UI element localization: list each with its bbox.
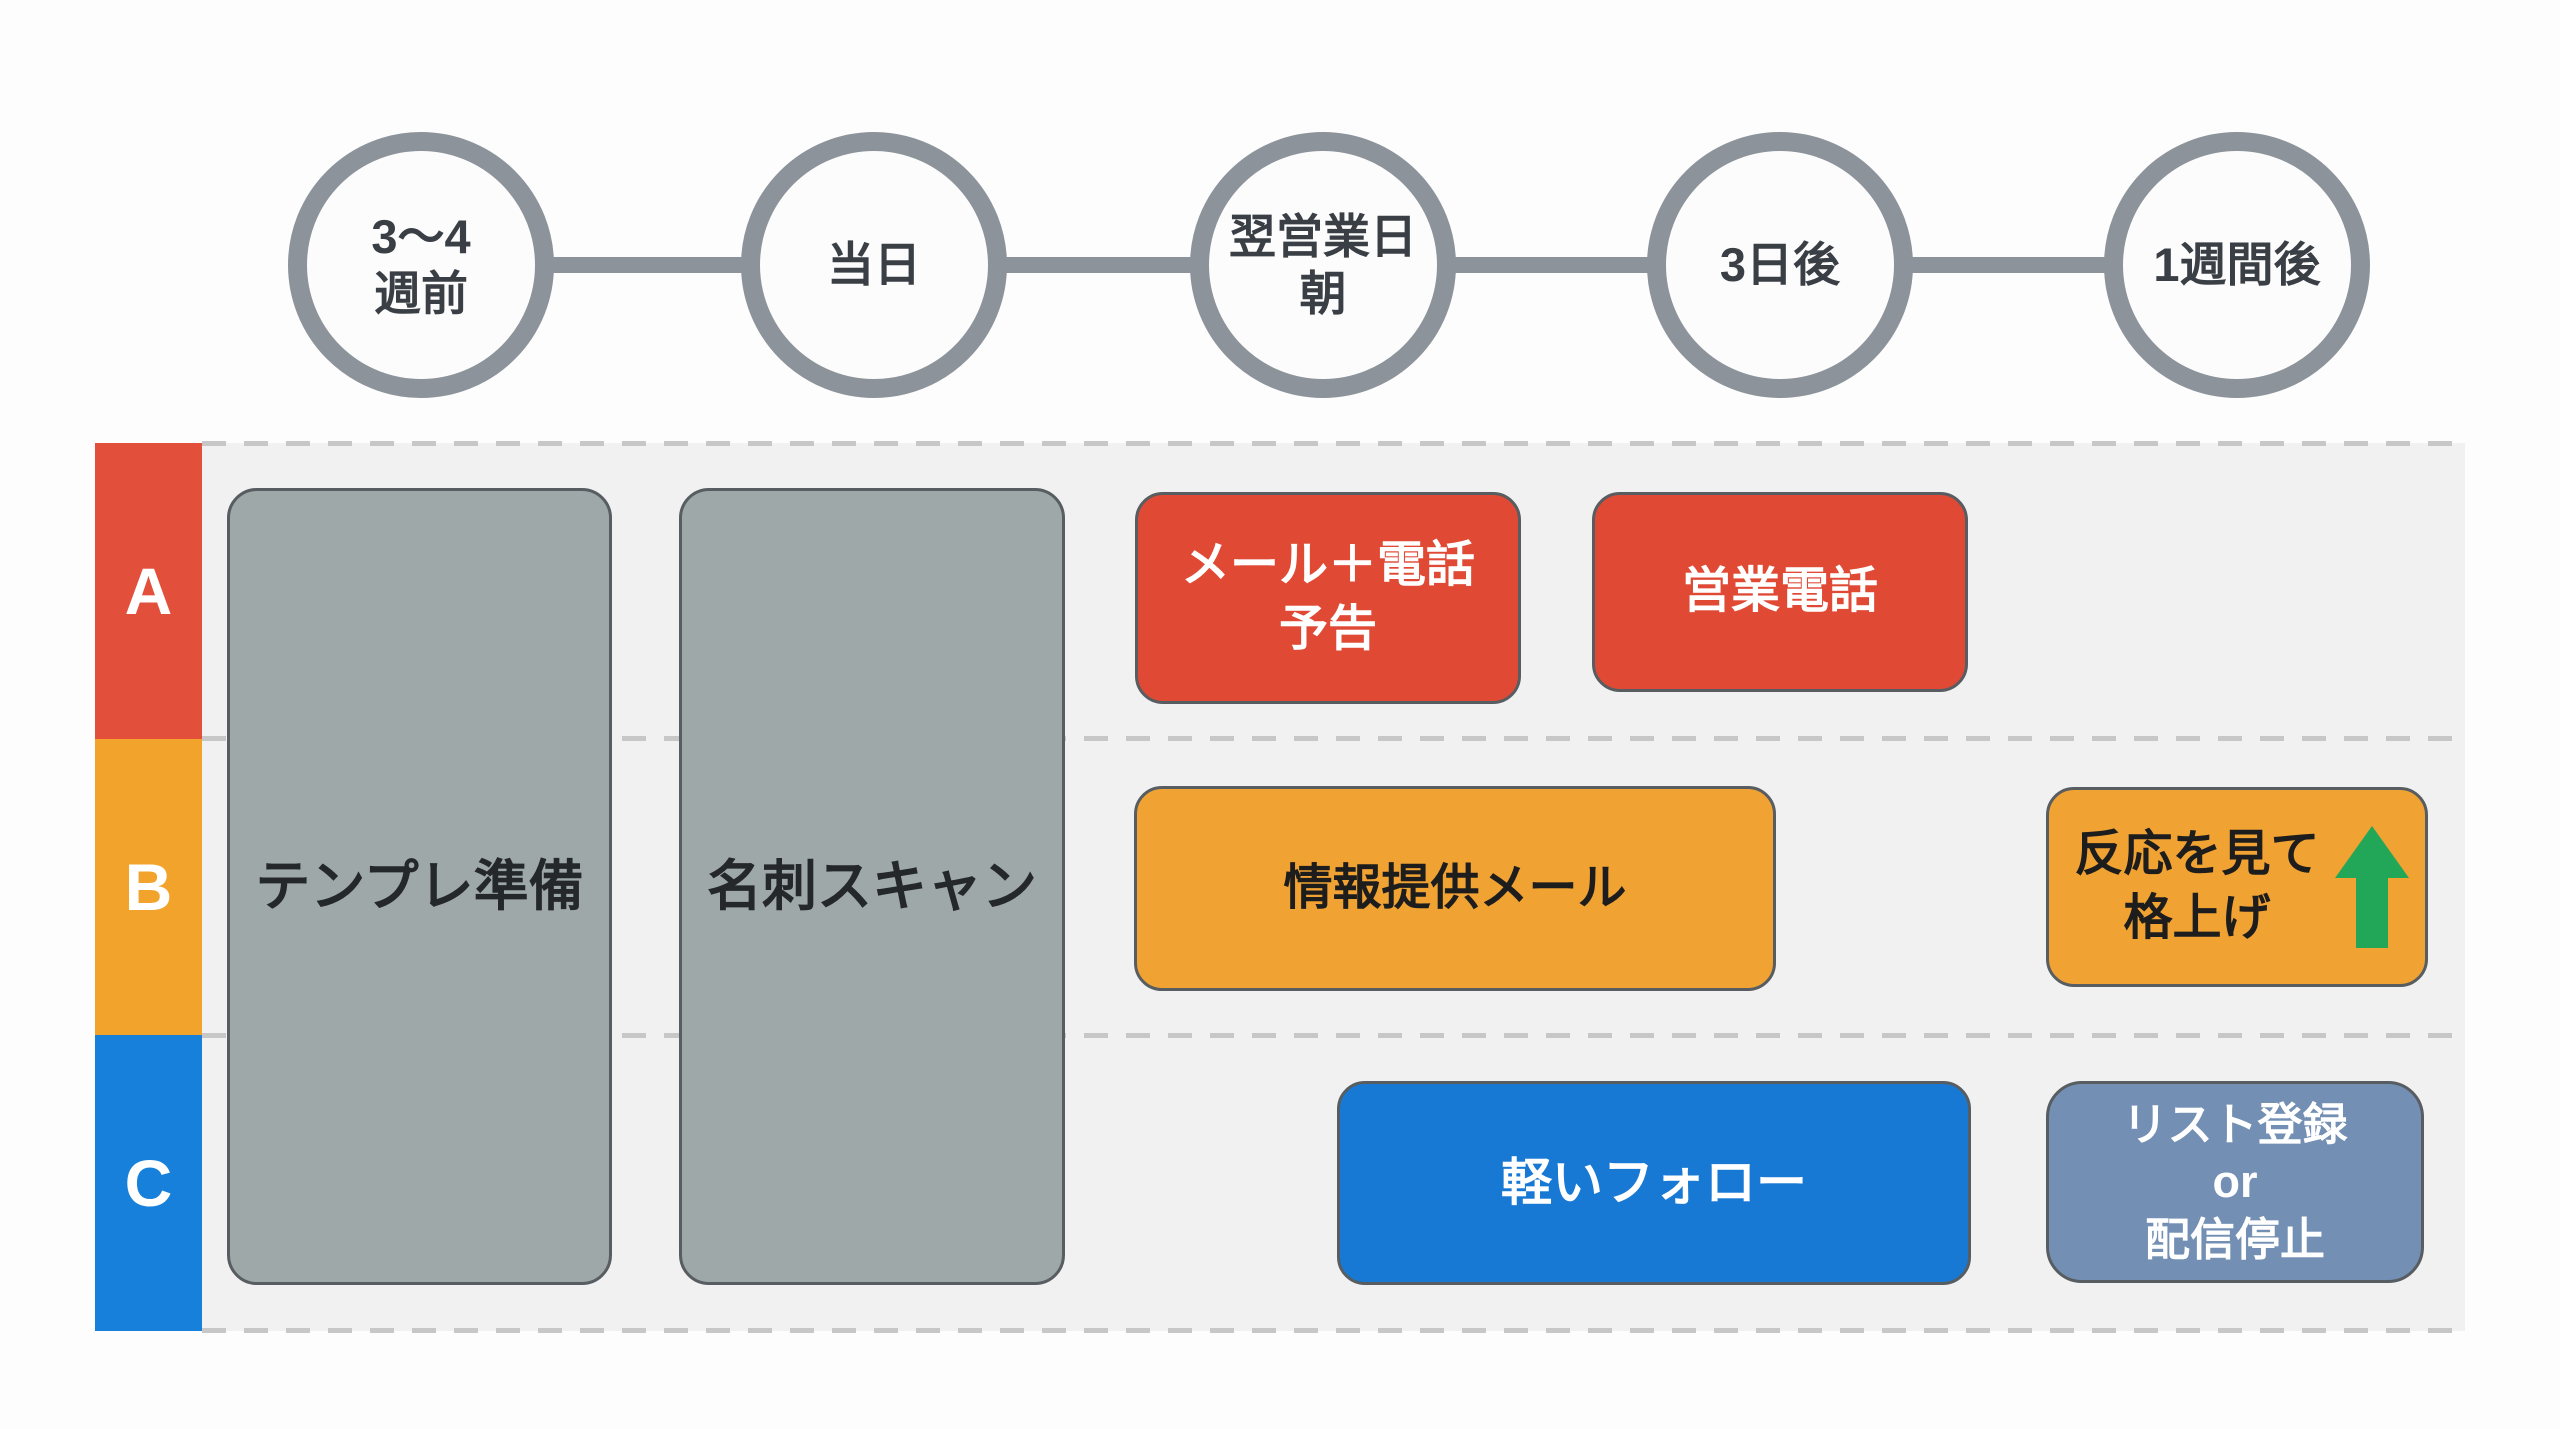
task-box-upgrade-on-reaction: 反応を見て 格上げ bbox=[2046, 787, 2428, 987]
timeline-node-label: 1週間後 bbox=[2153, 238, 2321, 292]
lane-divider-b-c bbox=[202, 1033, 2465, 1038]
task-box-list-or-unsubscribe: リスト登録 or 配信停止 bbox=[2046, 1081, 2424, 1283]
task-box-label: 反応を見て bbox=[2074, 827, 2320, 882]
timeline-node-label: 翌営業日 朝 bbox=[1229, 209, 1417, 320]
task-box-label: 予告 bbox=[1278, 602, 1377, 656]
timeline-node-label: 3〜4 週前 bbox=[371, 209, 471, 320]
timeline-node-4: 3日後 bbox=[1647, 132, 1913, 398]
timeline-node-5: 1週間後 bbox=[2104, 132, 2370, 398]
timeline-node-2: 当日 bbox=[741, 132, 1007, 398]
lane-letter: C bbox=[124, 1146, 173, 1220]
timeline-node-label: 3日後 bbox=[1719, 238, 1841, 292]
task-box-label: 情報提供メール bbox=[1283, 860, 1627, 915]
task-box-template-prep: テンプレ準備 bbox=[227, 488, 612, 1285]
task-box-label: テンプレ準備 bbox=[255, 854, 584, 917]
task-box-label: 軽いフォロー bbox=[1500, 1153, 1807, 1211]
task-box-label: 格上げ bbox=[2123, 891, 2271, 945]
timeline-node-3: 翌営業日 朝 bbox=[1190, 132, 1456, 398]
task-box-label: リスト登録 bbox=[2122, 1099, 2348, 1151]
lane-label-b: B bbox=[95, 739, 202, 1035]
task-box-label: or bbox=[2212, 1156, 2258, 1208]
lane-letter: B bbox=[124, 850, 173, 924]
task-box-card-scan: 名刺スキャン bbox=[679, 488, 1065, 1285]
up-arrow-icon bbox=[2335, 826, 2409, 948]
timeline-node-label: 当日 bbox=[827, 238, 921, 292]
lane-divider-bottom bbox=[202, 1328, 2465, 1333]
task-box-label: 営業電話 bbox=[1681, 564, 1878, 619]
lane-divider-a-b bbox=[202, 736, 2465, 741]
task-box-light-follow: 軽いフォロー bbox=[1337, 1081, 1971, 1285]
timeline-node-1: 3〜4 週前 bbox=[288, 132, 554, 398]
lane-divider-top bbox=[202, 441, 2465, 446]
task-box-mail-phone-notice: メール＋電話 予告 bbox=[1135, 492, 1521, 704]
task-box-label: 配信停止 bbox=[2144, 1213, 2325, 1265]
lane-label-a: A bbox=[95, 443, 202, 739]
task-box-info-mail: 情報提供メール bbox=[1134, 786, 1776, 991]
task-box-label: メール＋電話 bbox=[1180, 538, 1475, 593]
lane-letter: A bbox=[124, 554, 173, 628]
lane-label-c: C bbox=[95, 1035, 202, 1331]
task-box-sales-call: 営業電話 bbox=[1592, 492, 1968, 692]
task-box-label: 名刺スキャン bbox=[706, 854, 1037, 917]
